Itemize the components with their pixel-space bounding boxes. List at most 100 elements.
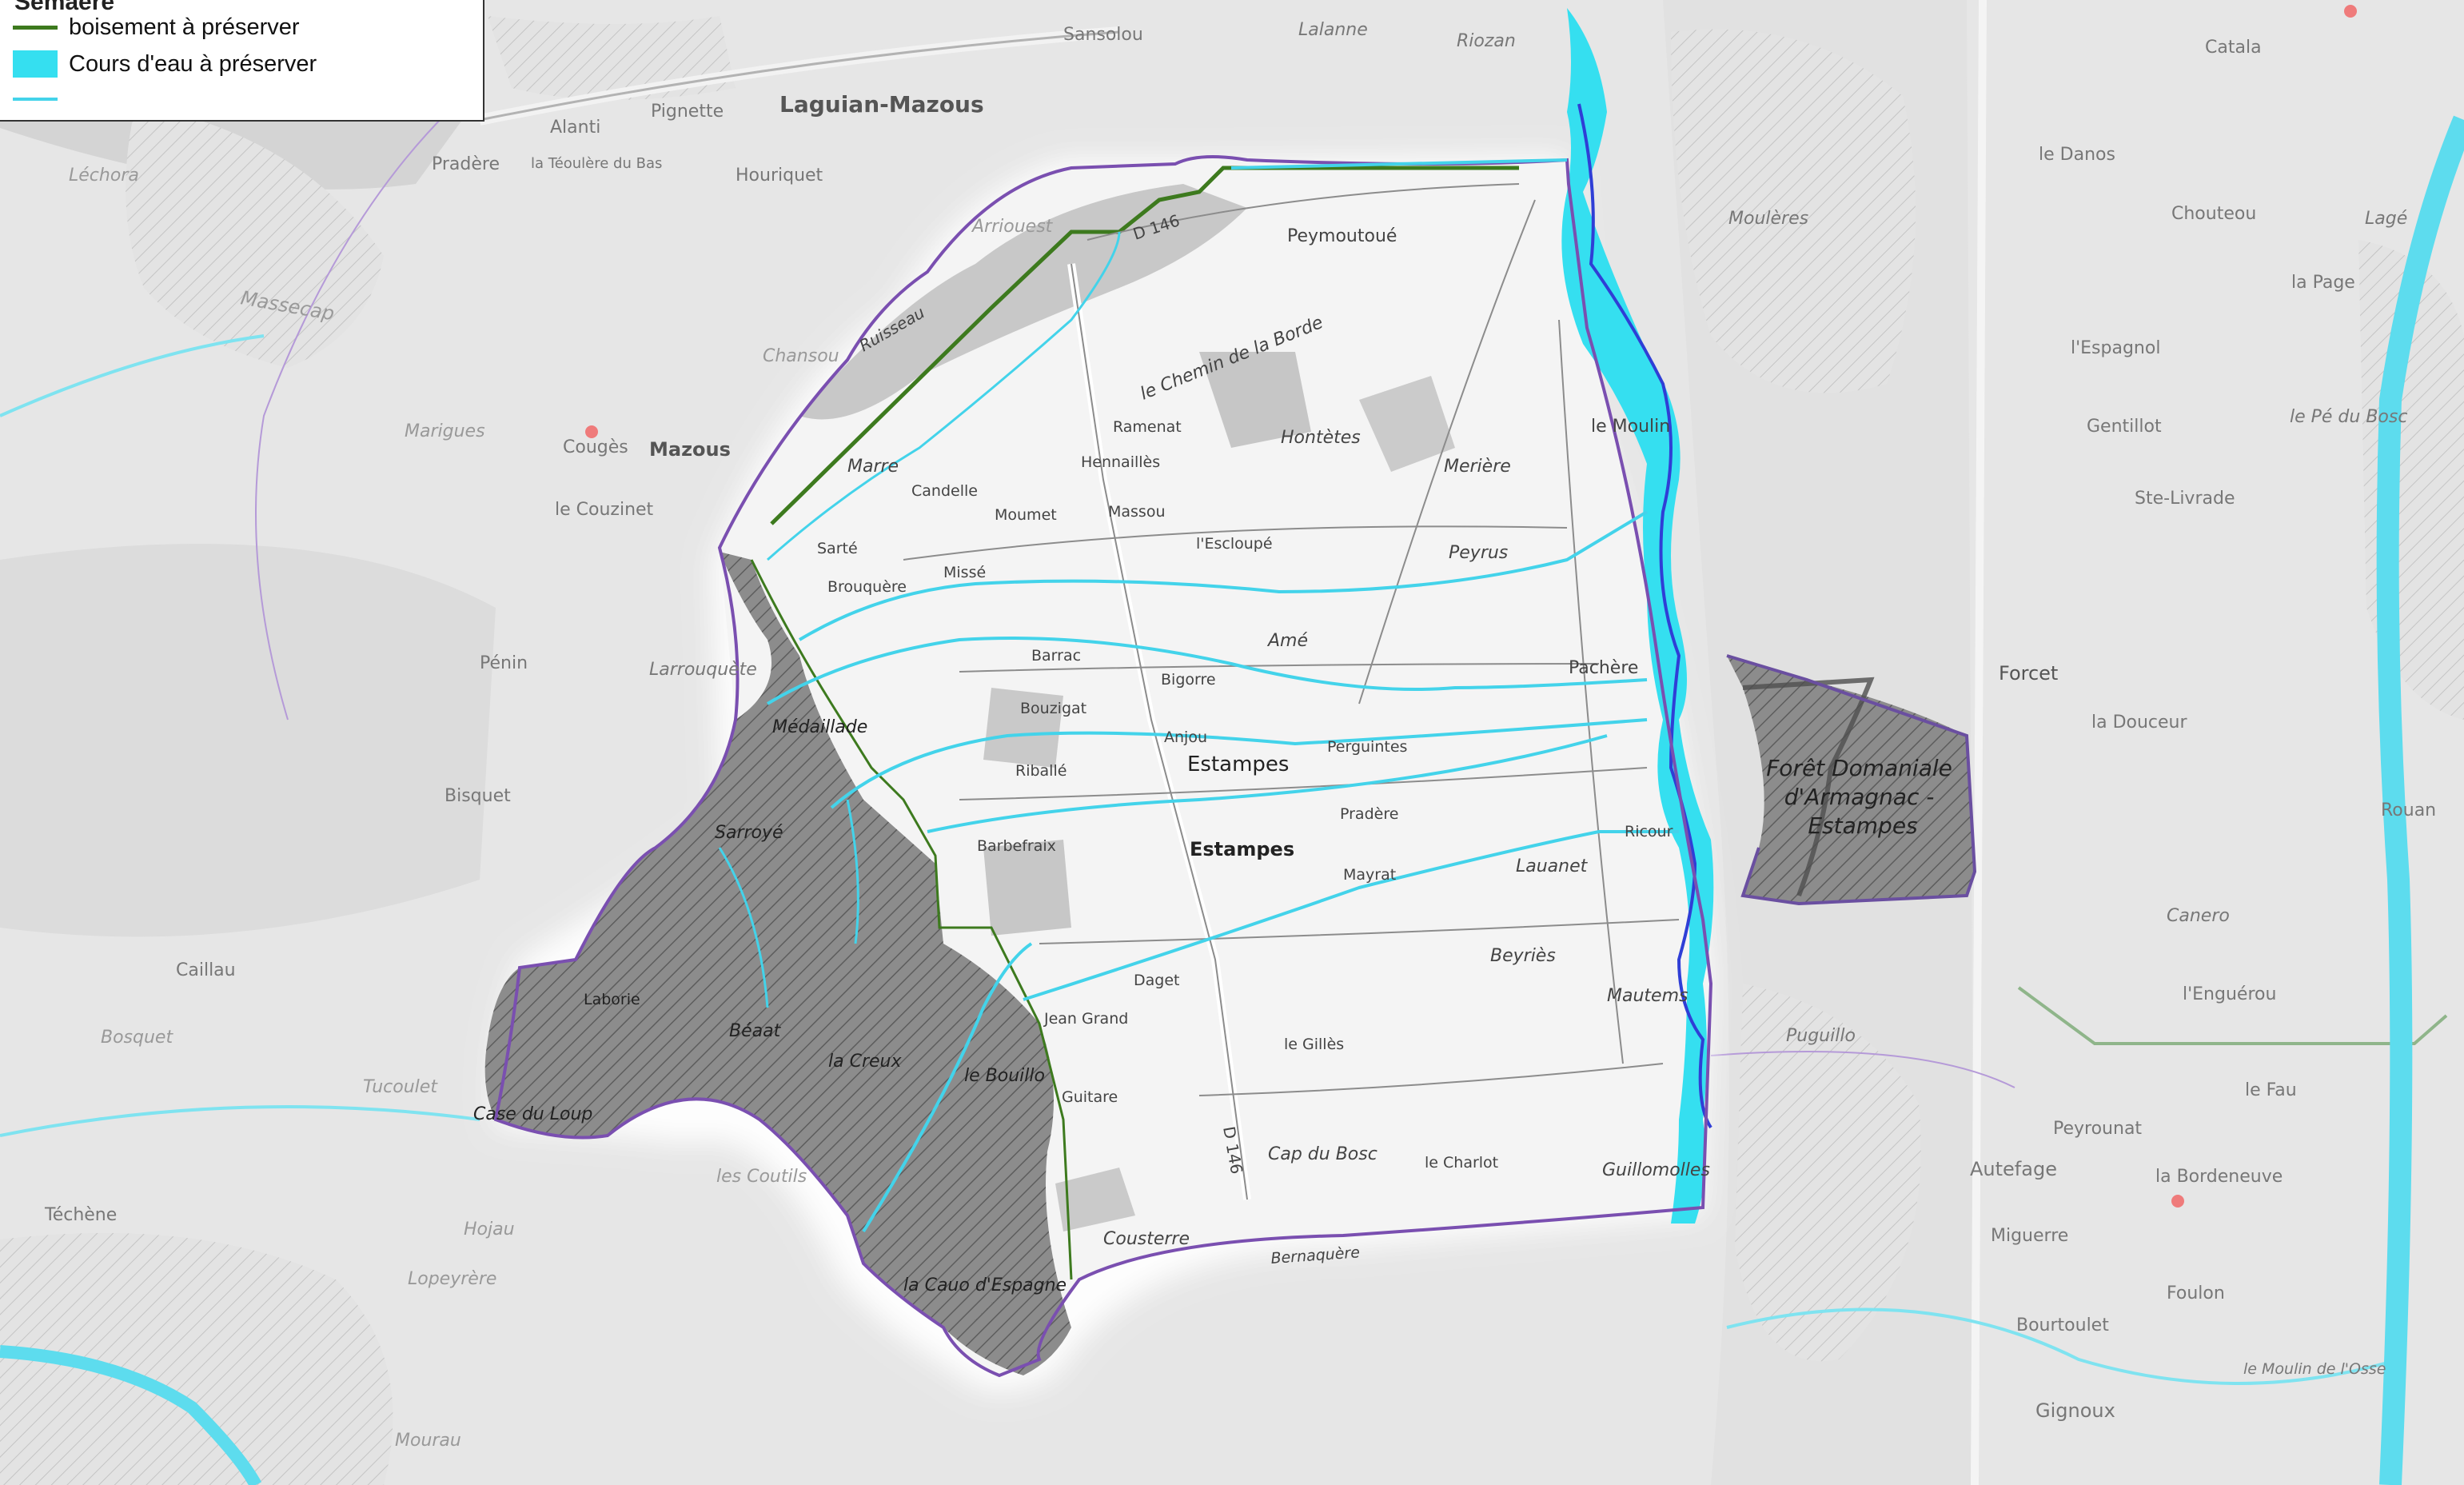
place-label: Missé: [943, 564, 986, 581]
place-label: la Téoulère du Bas: [531, 155, 662, 172]
place-label: Miguerre: [1991, 1226, 2068, 1246]
place-label: le Couzinet: [555, 500, 654, 520]
river-osse: [2376, 115, 2464, 1485]
place-label: Autefage: [1970, 1158, 2057, 1180]
place-label: Peymoutoué: [1287, 226, 1397, 246]
place-label: Daget: [1134, 972, 1179, 989]
woodland-patch: [983, 840, 1071, 936]
road: [959, 663, 1600, 673]
place-label: Lauanet: [1516, 856, 1589, 876]
place-label: Larrouquète: [649, 660, 757, 680]
woodland-patch: [1055, 1168, 1135, 1232]
legend-item-river: Cours d'eau à préserver: [13, 48, 317, 80]
place-label: Pignette: [651, 102, 724, 122]
place-label: Bisquet: [445, 786, 511, 806]
place-label: Marigues: [405, 421, 485, 441]
place-label: la Cauo d'Espagne: [903, 1275, 1067, 1295]
woodland-patch: [799, 184, 1247, 420]
place-label: Merière: [1444, 457, 1511, 477]
forest-road: [1742, 677, 1875, 897]
place-label: la Page: [2291, 273, 2355, 293]
place-label: Béaat: [729, 1021, 782, 1041]
place-label: Canero: [2167, 906, 2230, 926]
place-label: Cap du Bosc: [1268, 1144, 1378, 1164]
place-label: Lalanne: [1298, 20, 1368, 40]
place-label: Mautems: [1607, 986, 1688, 1006]
place-label: Caillau: [176, 960, 236, 980]
place-label: Mourau: [395, 1431, 461, 1451]
place-label: Sarroyé: [715, 823, 783, 843]
place-label: Guitare: [1062, 1088, 1118, 1106]
place-label: Moumet: [995, 506, 1057, 524]
woodland-area: [0, 1232, 393, 1485]
road: [903, 525, 1568, 561]
place-label: le Bouillo: [964, 1066, 1045, 1086]
place-label: Mayrat: [1343, 866, 1396, 884]
poi-marker[interactable]: [2344, 5, 2357, 18]
legend-swatch-stream-line: [13, 98, 58, 101]
woodland-patch: [1359, 376, 1455, 472]
stream: [862, 942, 1033, 1233]
place-label: Marre: [847, 457, 899, 477]
place-label: le Moulin: [1591, 417, 1670, 437]
stream: [927, 734, 1608, 833]
place-label: Bosquet: [101, 1028, 173, 1048]
place-label: le Pé du Bosc: [2290, 407, 2407, 427]
place-label: l'Enguérou: [2183, 984, 2276, 1004]
legend-label: boisement à préserver: [69, 14, 300, 40]
place-label: Rouan: [2381, 800, 2436, 820]
place-label: Forcet: [1999, 662, 2058, 685]
place-label: Houriquet: [736, 166, 823, 186]
place-label: Peyrus: [1449, 543, 1508, 563]
woodland-area: [126, 104, 384, 368]
legend-swatch-river-fill: [13, 50, 58, 78]
place-label: les Coutils: [716, 1167, 807, 1187]
place-label: Alanti: [550, 118, 600, 138]
commune-line: [255, 111, 449, 721]
place-label: la Douceur: [2091, 713, 2188, 733]
woodland-area: [1671, 29, 1916, 393]
forest-title-line: Forêt Domaniale: [1766, 755, 1952, 781]
road: [1198, 1063, 1664, 1096]
place-label: Chouteou: [2171, 204, 2256, 224]
place-label: Estampes: [1187, 752, 1289, 776]
road: [959, 767, 1648, 800]
place-label: Sansolou: [1063, 25, 1143, 45]
place-label: Téchène: [44, 1205, 117, 1225]
place-label: Riballé: [1015, 762, 1067, 780]
river-centerline: [1577, 103, 1712, 1129]
stream-outside: [1726, 1307, 2399, 1385]
road-d146: [1071, 263, 1248, 1200]
woodland-area: [488, 16, 736, 100]
place-label: Jean Grand: [1043, 1010, 1128, 1028]
place-label: Chansou: [763, 346, 839, 366]
place-label: Barrac: [1031, 647, 1081, 665]
road: [1558, 319, 1624, 1064]
place-label: Case du Loup: [473, 1104, 592, 1124]
stream-outside: [0, 1345, 262, 1485]
stream: [846, 799, 859, 944]
place-label: Amé: [1266, 631, 1308, 651]
place-label: le Gillès: [1284, 1036, 1344, 1053]
place-label: Bigorre: [1161, 671, 1216, 689]
place-label: Laborie: [584, 991, 640, 1008]
forest-title: Forêt Domaniale d'Armagnac - Estampes: [1766, 755, 1960, 839]
place-label: Guillomolles: [1602, 1160, 1710, 1180]
stream-outside: [0, 334, 265, 417]
place-label: Sarté: [817, 540, 858, 557]
place-label: Bourtoulet: [2016, 1315, 2109, 1335]
woodland-area: [1735, 984, 1921, 1362]
legend-title: Semaere: [14, 0, 115, 15]
forest-title-line: Estampes: [1808, 812, 1917, 839]
poi-marker[interactable]: [585, 425, 598, 438]
poi-marker[interactable]: [2171, 1195, 2184, 1208]
forest-boundary: [1726, 654, 1977, 906]
woodland-patch: [1199, 352, 1311, 448]
road: [1039, 919, 1680, 944]
place-label: l'Escloupé: [1196, 535, 1273, 553]
place-label: Peyrounat: [2053, 1119, 2142, 1139]
place-label: Lagé: [2365, 209, 2407, 229]
legend-swatch-wood-line: [13, 25, 58, 30]
